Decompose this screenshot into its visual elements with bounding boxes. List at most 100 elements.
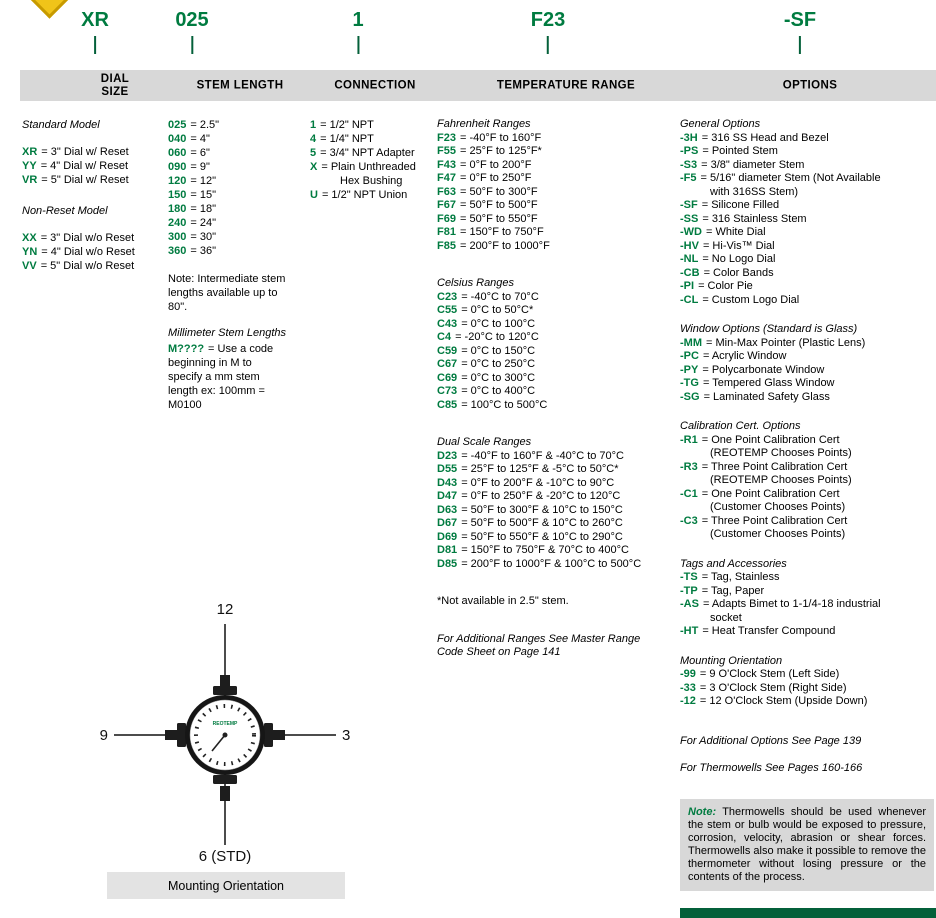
section-title-window-options: Window Options (Standard is Glass) [680,323,858,335]
code-description: = 150°F to 750°F [459,226,544,238]
code-description: = 1/2" NPT [320,119,374,131]
code-row: -SF= Silicone Filled [680,199,934,213]
code-value: -SS [680,212,699,225]
code-value: 5 [310,147,317,159]
example-code-dial: XR [81,8,109,54]
code-value: -3H [680,131,698,144]
code-row: F81= 150°F to 750°F [437,226,665,240]
code-value: XR [22,146,38,158]
code-description: = 1/4" NPT [320,133,374,145]
example-code-value: F23 [530,9,566,31]
code-value: 025 [168,119,187,131]
example-code-connection: 1 [352,8,364,54]
code-description: = 0°C to 150°C [461,344,536,357]
code-value: 1 [310,119,317,131]
code-description: = Acrylic Window [702,350,787,362]
code-value: C85 [437,398,458,411]
code-description: = 0°F to 200°F & -10°C to 90°C [461,476,615,489]
code-description: = 25°F to 125°F & -5°C to 50°C* [461,463,619,475]
mounting-orientation-caption: Mounting Orientation [107,872,345,899]
nut-top [213,686,237,695]
code-row: 240= 24" [168,216,288,230]
code-description: = 3/8" diameter Stem [701,158,805,171]
code-row: 040= 4" [168,132,288,146]
code-description: = Use a code beginning in M to specify a… [168,343,274,411]
code-value: X [310,161,318,173]
section-title-nonreset-model: Non-Reset Model [22,205,108,217]
code-description: = 200°F to 1000°F [459,239,550,252]
code-description: = One Point Calibration Cert (REOTEMP Ch… [701,433,852,460]
code-description: = 15" [190,189,216,201]
code-value: 090 [168,161,187,173]
code-value: F23 [437,131,456,144]
code-row: C23= -40°C to 70°C [437,291,665,305]
code-description: = 12" [190,175,216,187]
stem-availability-footnote: *Not available in 2.5" stem. [437,595,569,607]
code-row: 025= 2.5" [168,118,288,132]
code-value: F85 [437,239,456,252]
code-row: C85= 100°C to 500°C [437,399,665,413]
code-row: 300= 30" [168,230,288,244]
nut-right [264,723,273,747]
code-row: F85= 200°F to 1000°F [437,240,665,254]
code-description: = Plain Unthreaded Hex Bushing [321,161,416,187]
code-value: -S3 [680,158,698,171]
code-description: = 6" [190,147,210,159]
code-description: = -20°C to 120°C [455,331,539,343]
section-title-mounting-orientation: Mounting Orientation [680,654,783,667]
code-row: 060= 6" [168,146,288,160]
code-description: = Tag, Stainless [701,571,780,583]
code-description: = 3" Dial w/ Reset [41,146,129,158]
code-value: F47 [437,172,456,184]
code-row: -SS= 316 Stainless Stem [680,213,934,227]
code-row: -C3= Three Point Calibration Cert (Custo… [680,515,934,542]
code-value: -F5 [680,172,697,184]
code-value: -TG [680,377,699,389]
code-value: 240 [168,217,187,229]
code-row: 1= 1/2" NPT [310,118,436,132]
code-value: -C1 [680,487,698,500]
code-description: = 0°C to 300°C [461,371,536,384]
code-row: -C1= One Point Calibration Cert (Custome… [680,488,934,515]
code-description: = 25°F to 125°F* [459,145,542,157]
label-6-oclock-std: 6 (STD) [199,848,252,865]
section-title-general-options: General Options [680,118,761,130]
code-row: -R1= One Point Calibration Cert (REOTEMP… [680,434,934,461]
code-row: -PI= Color Pie [680,280,934,294]
code-value: YN [22,246,38,258]
mounting-orientation-diagram: REOTEMP 12 9 3 6 (STD) [100,601,351,865]
code-value: VV [22,260,37,272]
code-value: U [310,189,318,201]
window-options-list: -MM= Min-Max Pointer (Plastic Lens)-PC= … [680,337,934,405]
code-description: = Pointed Stem [702,145,778,157]
code-row: -PC= Acrylic Window [680,350,934,364]
code-row: -HV= Hi-Vis™ Dial [680,240,934,254]
example-code-temperature: F23 [531,8,565,54]
code-value: C69 [437,371,458,384]
code-description: = Color Pie [698,280,753,292]
code-row: F23= -40°F to 160°F [437,132,665,146]
tags-list: -TS= Tag, Stainless-TP= Tag, Paper-AS= A… [680,571,934,639]
code-description: = Custom Logo Dial [702,293,800,306]
code-description: = 18" [190,203,216,215]
code-value: D67 [437,517,458,529]
code-row: D67= 50°F to 500°F & 10°C to 260°C [437,517,665,531]
thermowell-note-box: Note: Thermowells should be used wheneve… [680,799,934,891]
code-value: F69 [437,212,456,225]
code-value: D43 [437,476,458,489]
code-value: -R1 [680,433,698,446]
code-value: -99 [680,668,696,680]
note-text: Thermowells should be used whenever the … [688,806,926,883]
connector-line [191,36,193,54]
code-description: = 12 O'Clock Stem (Upside Down) [699,695,868,707]
label-9-oclock: 9 [100,727,108,744]
connector-line [799,36,801,54]
code-value: 300 [168,231,187,243]
code-description: = Laminated Safety Glass [703,390,830,403]
header-stem-length: STEM LENGTH [196,79,284,91]
code-row: -R3= Three Point Calibration Cert (REOTE… [680,461,934,488]
code-row: F43= 0°F to 200°F [437,159,665,173]
